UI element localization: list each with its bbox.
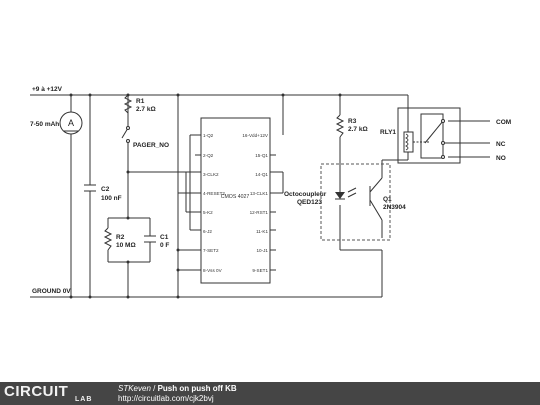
circuitlab-logo-sub: LAB: [75, 396, 93, 403]
chip-pin-label: 13-CLK1: [250, 191, 269, 196]
battery-label: 7-50 mAh: [30, 121, 59, 128]
relay: [397, 107, 461, 164]
ground-label: GROUND 0V: [32, 288, 71, 295]
component-labels: +9 à +12V 7-50 mAh GROUND 0V R1 2.7 kΩ P…: [30, 86, 511, 295]
chip-name-label: CMOS 4027: [221, 194, 250, 200]
opto-part: QED123: [297, 199, 322, 206]
chip-pin-label: 9-SET1: [252, 268, 268, 273]
author-link[interactable]: STKeven: [118, 384, 151, 393]
circuitlab-logo[interactable]: CIRCUIT: [4, 383, 69, 400]
meter-symbol-label: A: [68, 118, 74, 128]
r1-resistor: [123, 94, 133, 128]
schematic-canvas: A 1-Q2 2-Q2 3-CLK2 4-RESET2 5-K2 6-J2 7-…: [30, 86, 511, 299]
circuit-url-link[interactable]: http://circuitlab.com/cjk2bvj: [118, 394, 214, 403]
c2-value: 100 nF: [101, 195, 122, 202]
opto-name: Octocoupleur: [284, 191, 327, 198]
r1-name: R1: [136, 98, 145, 105]
chip-pin-label: 5-K2: [203, 210, 213, 215]
ammeter-symbol: A: [59, 111, 83, 135]
r2-value: 10 MΩ: [116, 242, 136, 249]
chip-pin-label: 12-RST1: [250, 210, 269, 215]
q1-name: Q1: [383, 196, 392, 203]
chip-pin-label: 11-K1: [256, 229, 268, 234]
no-label: NO: [496, 155, 506, 162]
junctions: [69, 93, 342, 299]
nc-label: NC: [496, 141, 506, 148]
chip-left-pins: 1-Q2 2-Q2 3-CLK2 4-RESET2 5-K2 6-J2 7-SE…: [203, 133, 225, 273]
cmos-4027-chip: [200, 117, 271, 284]
r3-resistor: [335, 114, 345, 138]
c1-capacitor: [144, 235, 156, 243]
relay-name: RLY1: [380, 129, 396, 136]
chip-pin-label: 6-J2: [203, 229, 212, 234]
q1-part: 2N3904: [383, 204, 406, 211]
chip-pin-label: 4-RESET2: [203, 191, 225, 196]
r3-name: R3: [348, 118, 357, 125]
chip-right-pins: 16-Vdd+12V 15-Q1 14-Q1 13-CLK1 12-RST1 1…: [242, 133, 269, 273]
chip-pin-label: 3-CLK2: [203, 172, 219, 177]
chip-pin-label: 14-Q1: [255, 172, 268, 177]
chip-pin-label: 2-Q2: [203, 153, 214, 158]
pager-switch: [126, 126, 130, 143]
footer-title-line: STKeven / Push on push off KB: [118, 384, 237, 393]
com-label: COM: [496, 119, 511, 126]
r3-value: 2.7 kΩ: [348, 126, 368, 133]
chip-pin-label: 8-Vss 0V: [203, 268, 223, 273]
chip-pin-label: 1-Q2: [203, 133, 214, 138]
c2-name: C2: [101, 186, 110, 193]
circuit-title: Push on push off KB: [157, 384, 237, 393]
pager-label: PAGER_NO: [133, 142, 169, 149]
r1-value: 2.7 kΩ: [136, 106, 156, 113]
r2-resistor: [103, 227, 113, 251]
chip-pin-label: 7-SET2: [203, 248, 219, 253]
c2-capacitor: [84, 184, 96, 192]
supply-label: +9 à +12V: [32, 86, 63, 93]
chip-pin-label: 16-Vdd+12V: [242, 133, 269, 138]
optocoupler: [320, 163, 391, 241]
c1-value: 0 F: [160, 242, 169, 249]
title-separator: /: [150, 384, 158, 393]
r2-name: R2: [116, 234, 125, 241]
chip-pin-label: 10-J1: [257, 248, 269, 253]
c1-name: C1: [160, 234, 169, 241]
footer-bar: CIRCUIT LAB STKeven / Push on push off K…: [0, 382, 540, 405]
chip-pin-label: 15-Q1: [255, 153, 268, 158]
